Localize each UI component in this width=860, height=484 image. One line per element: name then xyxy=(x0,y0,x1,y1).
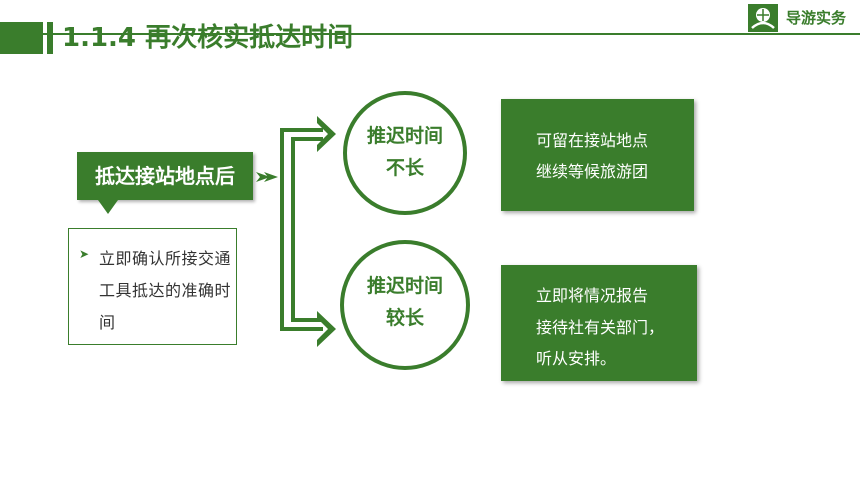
arrival-callout-pointer xyxy=(98,200,118,214)
bullet-arrow-icon: ➤ xyxy=(79,247,90,261)
short-result-line2: 继续等候旅游团 xyxy=(536,162,649,181)
short-result-line1: 可留在接站地点 xyxy=(536,131,649,150)
header-rule xyxy=(0,33,860,35)
short-delay-line2: 不长 xyxy=(385,157,424,179)
arrival-node: 抵达接站地点后 xyxy=(77,152,253,200)
confirm-time-box: ➤ 立即确认所接交通工具抵达的准确时间 xyxy=(68,228,237,345)
long-delay-circle xyxy=(340,240,470,370)
title-accent-stripe xyxy=(47,22,53,54)
long-result-line2: 接待社有关部门， xyxy=(536,318,665,337)
short-delay-label: 推迟时间 不长 xyxy=(342,120,468,184)
long-delay-result: 立即将情况报告 接待社有关部门， 听从安排。 xyxy=(501,265,697,381)
page-title: 1.1.4 再次核实抵达时间 xyxy=(62,23,354,53)
short-delay-result: 可留在接站地点 继续等候旅游团 xyxy=(501,99,694,211)
long-delay-line2: 较长 xyxy=(385,307,424,329)
logo-icon xyxy=(748,4,778,32)
branch-connector xyxy=(280,128,323,331)
long-delay-line1: 推迟时间 xyxy=(366,275,443,297)
brand-logo: 导游实务 xyxy=(748,4,856,32)
logo-text: 导游实务 xyxy=(786,9,847,27)
long-result-line1: 立即将情况报告 xyxy=(536,286,649,305)
arrow-long-delay xyxy=(317,311,336,347)
arrow-from-arrival xyxy=(256,172,278,182)
long-result-line3: 听从安排。 xyxy=(536,349,617,368)
arrow-short-delay xyxy=(317,116,336,152)
short-delay-circle xyxy=(343,91,467,215)
short-delay-line1: 推迟时间 xyxy=(366,125,443,147)
title-accent-bar xyxy=(0,22,43,54)
confirm-time-text: 立即确认所接交通工具抵达的准确时间 xyxy=(99,249,232,332)
long-delay-label: 推迟时间 较长 xyxy=(342,270,468,334)
